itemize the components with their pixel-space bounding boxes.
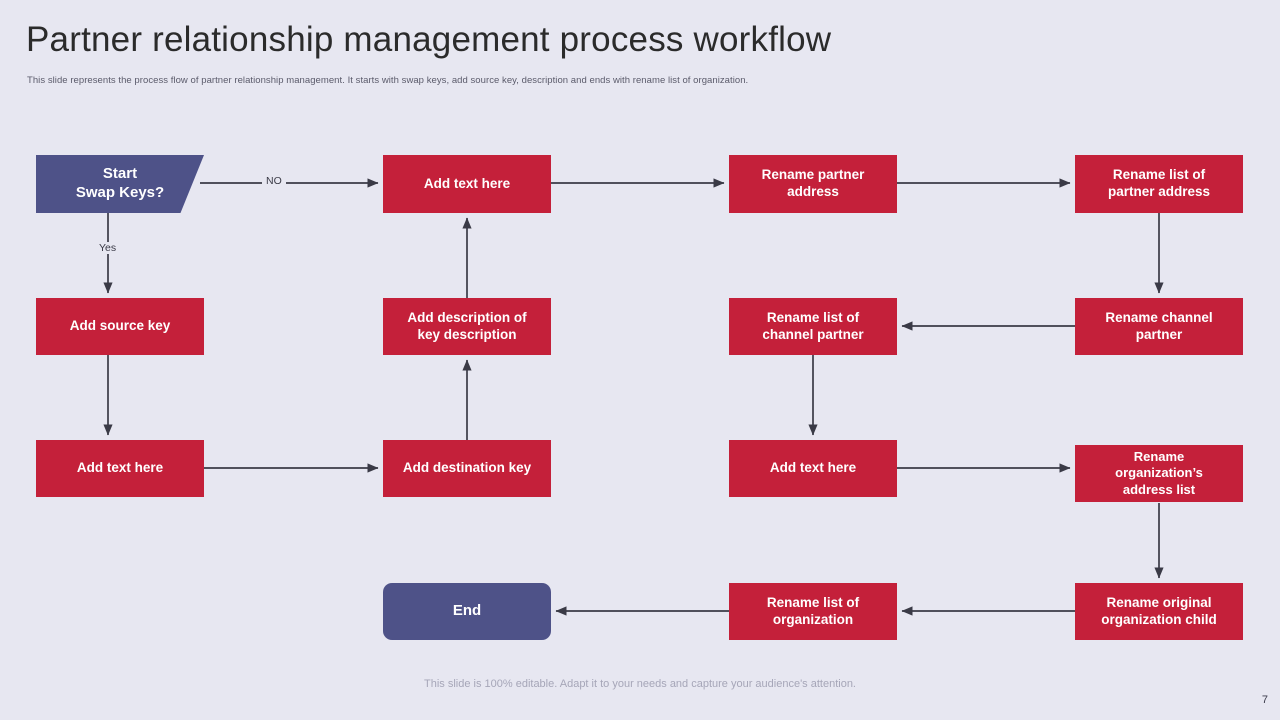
node-start-swap-keys[interactable]: Start Swap Keys? [36, 155, 204, 213]
node-rename-list-of-organization[interactable]: Rename list of organization [729, 583, 897, 640]
slide-subtitle: This slide represents the process flow o… [27, 75, 749, 86]
node-add-text-here-middle[interactable]: Add text here [383, 155, 551, 213]
node-end[interactable]: End [383, 583, 551, 640]
node-rename-organizations-address-list[interactable]: Rename organization’s address list [1075, 445, 1243, 502]
node-rename-partner-address[interactable]: Rename partner address [729, 155, 897, 213]
node-add-text-here-left[interactable]: Add text here [36, 440, 204, 497]
slide-footer-note: This slide is 100% editable. Adapt it to… [424, 678, 856, 690]
edge-label-yes: Yes [95, 242, 121, 254]
node-add-text-here-right[interactable]: Add text here [729, 440, 897, 497]
node-add-destination-key[interactable]: Add destination key [383, 440, 551, 497]
node-rename-list-of-partner-address[interactable]: Rename list of partner address [1075, 155, 1243, 213]
node-add-description-of-key-description[interactable]: Add description of key description [383, 298, 551, 355]
node-rename-channel-partner[interactable]: Rename channel partner [1075, 298, 1243, 355]
node-rename-list-of-channel-partner[interactable]: Rename list of channel partner [729, 298, 897, 355]
edge-label-no: NO [262, 175, 286, 187]
page-number: 7 [1261, 694, 1268, 706]
node-rename-original-organization-child[interactable]: Rename original organization child [1075, 583, 1243, 640]
node-add-source-key[interactable]: Add source key [36, 298, 204, 355]
page-title: Partner relationship management process … [26, 20, 832, 59]
